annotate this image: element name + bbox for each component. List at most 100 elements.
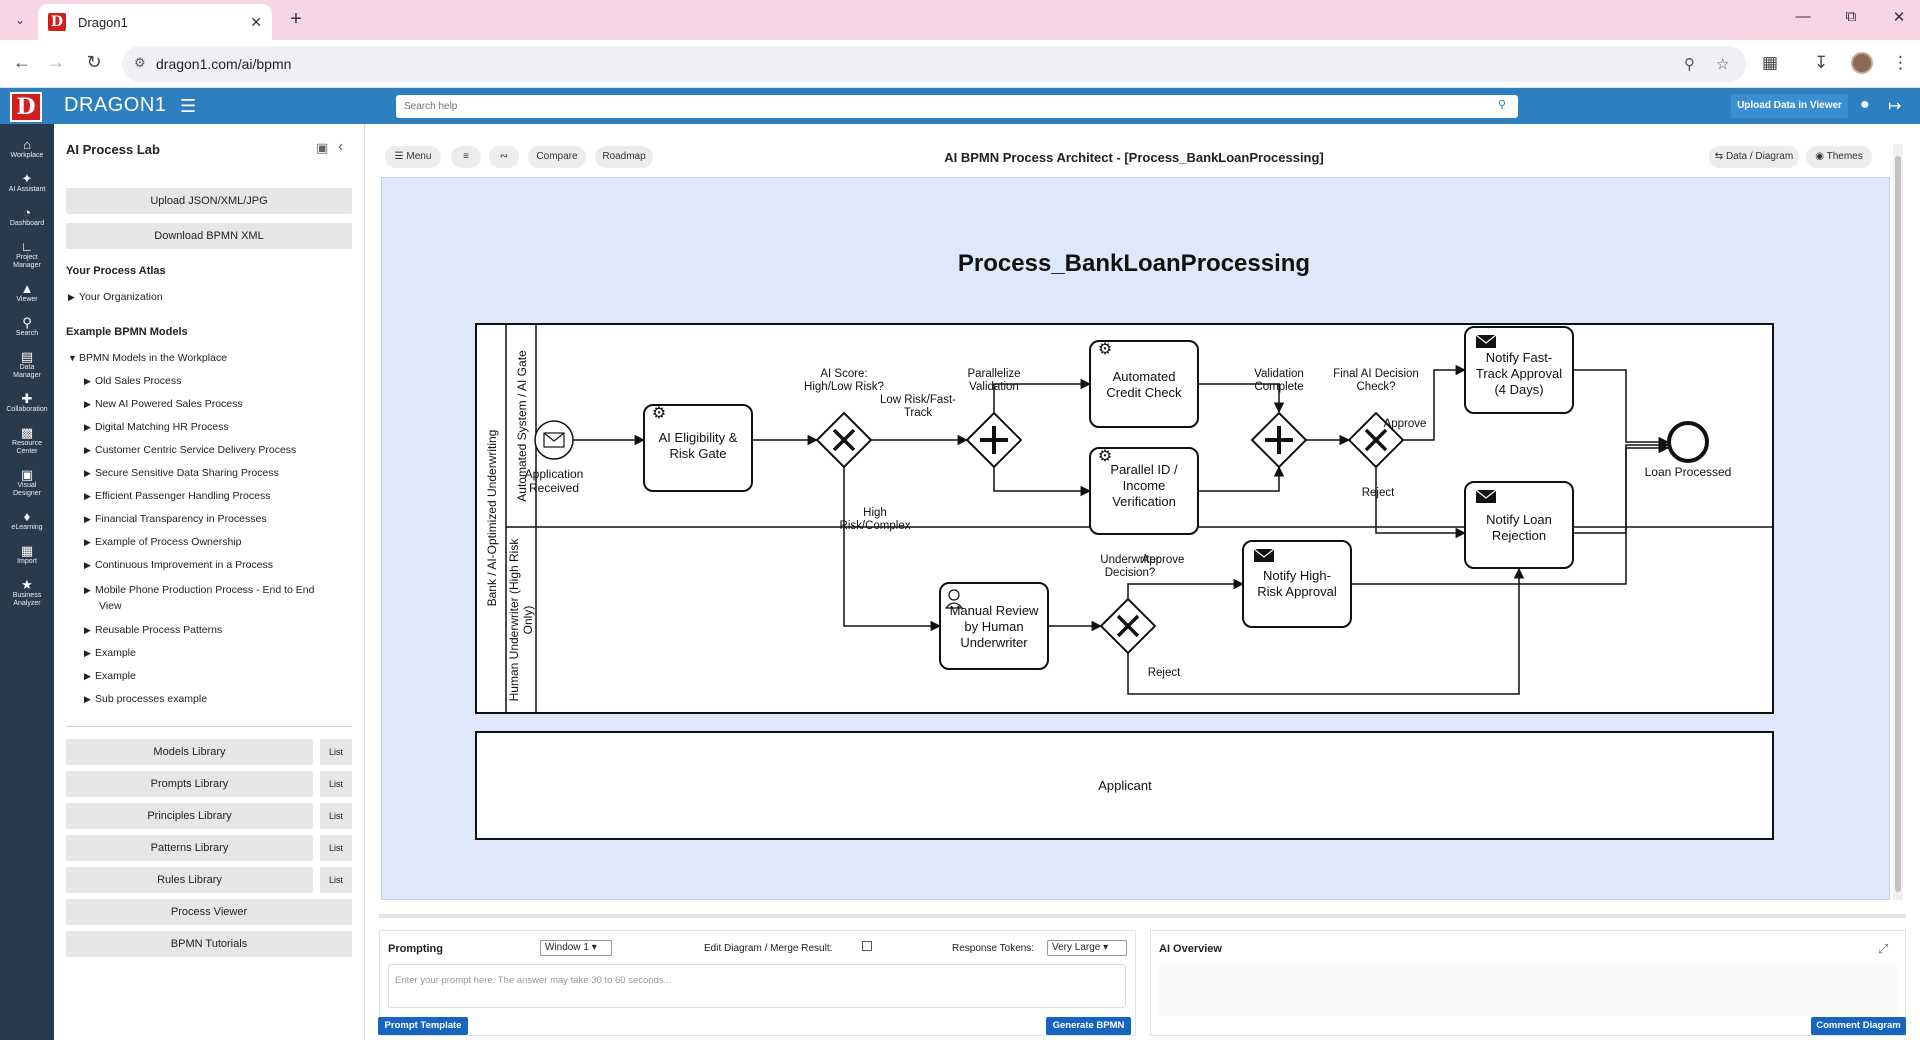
tree-item-example[interactable]: ▶Sub processes example bbox=[84, 693, 208, 705]
task-notify-high-risk[interactable] bbox=[1242, 540, 1352, 628]
zoom-icon[interactable]: ⚲ bbox=[1684, 56, 1695, 73]
reload-icon[interactable]: ↻ bbox=[86, 52, 102, 72]
rail-item-data-manager[interactable]: ▤ Data Manager bbox=[0, 350, 54, 380]
flow-uw-approve[interactable] bbox=[1127, 578, 1245, 599]
rail-item-visual-designer[interactable]: ▣ Visual Designer bbox=[0, 468, 54, 498]
rules-library-button[interactable]: Rules Library bbox=[66, 867, 313, 893]
flow-high-risk-to-end[interactable] bbox=[1351, 442, 1670, 585]
new-tab-icon[interactable]: + bbox=[290, 8, 302, 30]
distribute-tool-button[interactable]: ∾ bbox=[489, 146, 519, 168]
tree-item-example[interactable]: ▶Reusable Process Patterns bbox=[84, 624, 223, 636]
bookmark-star-icon[interactable]: ☆ bbox=[1716, 56, 1730, 73]
process-viewer-button[interactable]: Process Viewer bbox=[66, 899, 352, 925]
patterns-list-button[interactable]: List bbox=[320, 835, 352, 861]
response-tokens-select[interactable]: Very Large ▾ bbox=[1047, 940, 1127, 956]
logout-icon[interactable]: ↦ bbox=[1888, 98, 1902, 115]
tree-item-example[interactable]: ▶Continuous Improvement in a Process bbox=[84, 559, 274, 571]
omnibox[interactable]: ⚙ dragon1.com/ai/bpmn ⚲ ☆ bbox=[122, 46, 1746, 82]
flow-high-risk[interactable] bbox=[843, 467, 942, 632]
browser-tab[interactable]: D Dragon1 ✕ bbox=[38, 4, 272, 40]
rail-item-dashboard[interactable]: ◔ Dashboard bbox=[0, 206, 54, 228]
end-event[interactable] bbox=[1667, 421, 1709, 463]
user-icon[interactable]: ● bbox=[1860, 96, 1870, 113]
rail-item-ai-assistant[interactable]: ✦ AI Assistant bbox=[0, 172, 54, 194]
flow-credit-to-join[interactable] bbox=[1198, 383, 1285, 414]
flow-fast-track-to-end[interactable] bbox=[1573, 369, 1670, 448]
tree-item-example[interactable]: ▶Old Sales Process bbox=[84, 375, 182, 387]
task-credit-check[interactable] bbox=[1089, 340, 1199, 428]
tree-item-example[interactable]: ▶Example bbox=[84, 647, 136, 659]
tree-item-example[interactable]: ▶Example bbox=[84, 670, 136, 682]
models-list-button[interactable]: List bbox=[320, 739, 352, 765]
panel-splitter[interactable] bbox=[379, 914, 1906, 918]
profile-avatar[interactable] bbox=[1851, 52, 1873, 74]
site-info-icon[interactable]: ⚙ bbox=[134, 55, 146, 70]
upload-json-button[interactable]: Upload JSON/XML/JPG bbox=[66, 188, 352, 214]
flow-id-to-join[interactable] bbox=[1198, 465, 1285, 492]
window-select[interactable]: Window 1 ▾ bbox=[540, 940, 612, 956]
browser-menu-icon[interactable]: ⋮ bbox=[1892, 53, 1909, 72]
compare-button[interactable]: Compare bbox=[528, 146, 586, 168]
task-ai-eligibility[interactable] bbox=[643, 404, 753, 492]
url-text[interactable]: dragon1.com/ai/bpmn bbox=[156, 56, 292, 72]
task-notify-fast-track[interactable] bbox=[1464, 326, 1574, 414]
comment-diagram-button[interactable]: Comment Diagram bbox=[1811, 1017, 1906, 1035]
rail-item-elearning[interactable]: ♦ eLearning bbox=[0, 510, 54, 532]
tree-item-workplace-models[interactable]: ▼BPMN Models in the Workplace bbox=[68, 352, 228, 364]
dragon1-logo[interactable]: D bbox=[10, 92, 42, 122]
bpmn-tutorials-button[interactable]: BPMN Tutorials bbox=[66, 931, 352, 957]
patterns-library-button[interactable]: Patterns Library bbox=[66, 835, 313, 861]
themes-button[interactable]: ◉ Themes bbox=[1806, 146, 1872, 168]
rail-item-project-manager[interactable]: ∟ Project Manager bbox=[0, 240, 54, 270]
lock-icon[interactable]: ▣ bbox=[316, 140, 329, 155]
minimize-icon[interactable]: — bbox=[1795, 8, 1811, 25]
principles-library-button[interactable]: Principles Library bbox=[66, 803, 313, 829]
help-search-input[interactable] bbox=[396, 95, 1518, 118]
tree-item-example[interactable]: ▶Customer Centric Service Delivery Proce… bbox=[84, 444, 297, 456]
prompt-input[interactable]: Enter your prompt here. The answer may t… bbox=[388, 964, 1126, 1008]
rules-list-button[interactable]: List bbox=[320, 867, 352, 893]
generate-bpmn-button[interactable]: Generate BPMN bbox=[1046, 1017, 1131, 1035]
hamburger-menu-icon[interactable]: ☰ bbox=[180, 96, 197, 116]
canvas-scrollbar[interactable] bbox=[1893, 144, 1903, 900]
tree-item-example[interactable]: ▶New AI Powered Sales Process bbox=[84, 398, 243, 410]
prompts-list-button[interactable]: List bbox=[320, 771, 352, 797]
window-close-icon[interactable]: ✕ bbox=[1892, 9, 1906, 26]
search-icon[interactable]: ⚲ bbox=[1498, 99, 1507, 111]
edit-merge-checkbox[interactable] bbox=[862, 941, 872, 951]
download-bpmn-button[interactable]: Download BPMN XML bbox=[66, 223, 352, 249]
prompts-library-button[interactable]: Prompts Library bbox=[66, 771, 313, 797]
tree-item-example[interactable]: ▶Example of Process Ownership bbox=[84, 536, 242, 548]
menu-button[interactable]: ☰ Menu bbox=[385, 146, 441, 168]
rail-item-workplace[interactable]: ⌂ Workplace bbox=[0, 138, 54, 160]
tree-item-example[interactable]: ▶Mobile Phone Production Process - End t… bbox=[84, 584, 315, 596]
rail-item-import[interactable]: ▦ Import bbox=[0, 544, 54, 566]
scroll-thumb[interactable] bbox=[1895, 156, 1901, 892]
tree-item-example-continued[interactable]: View bbox=[99, 600, 122, 612]
flow-to-credit-check[interactable] bbox=[993, 378, 1092, 413]
tree-item-example[interactable]: ▶Financial Transparency in Processes bbox=[84, 513, 267, 525]
tree-item-your-organization[interactable]: ▶Your Organization bbox=[68, 291, 163, 303]
prompt-template-button[interactable]: Prompt Template bbox=[378, 1017, 468, 1035]
data-diagram-button[interactable]: ⇆ Data / Diagram bbox=[1709, 146, 1799, 168]
flow-uw-reject[interactable] bbox=[1127, 567, 1525, 695]
task-notify-rejection[interactable] bbox=[1464, 481, 1574, 569]
back-icon[interactable]: ← bbox=[13, 52, 31, 72]
task-id-verification[interactable] bbox=[1089, 447, 1199, 535]
rail-item-viewer[interactable]: ▲ Viewer bbox=[0, 282, 54, 304]
restore-icon[interactable]: ⧉ bbox=[1845, 8, 1857, 25]
rail-item-business-analyzer[interactable]: ★ Business Analyzer bbox=[0, 578, 54, 608]
roadmap-button[interactable]: Roadmap bbox=[595, 146, 653, 168]
tree-item-example[interactable]: ▶Digital Matching HR Process bbox=[84, 421, 229, 433]
flow-reject[interactable] bbox=[1375, 467, 1467, 539]
principles-list-button[interactable]: List bbox=[320, 803, 352, 829]
collapse-sidebar-icon[interactable]: ‹ bbox=[338, 138, 344, 155]
align-tool-button[interactable]: ≡ bbox=[451, 146, 481, 168]
tab-search-chevron-icon[interactable]: ⌄ bbox=[14, 13, 26, 27]
tree-item-example[interactable]: ▶Secure Sensitive Data Sharing Process bbox=[84, 467, 279, 479]
rail-item-resource-center[interactable]: ▩ Resource Center bbox=[0, 426, 54, 456]
models-library-button[interactable]: Models Library bbox=[66, 739, 313, 765]
rail-item-collaboration[interactable]: ✚ Collaboration bbox=[0, 392, 54, 414]
tree-item-example[interactable]: ▶Efficient Passenger Handling Process bbox=[84, 490, 271, 502]
applicant-pool[interactable] bbox=[475, 731, 1774, 840]
